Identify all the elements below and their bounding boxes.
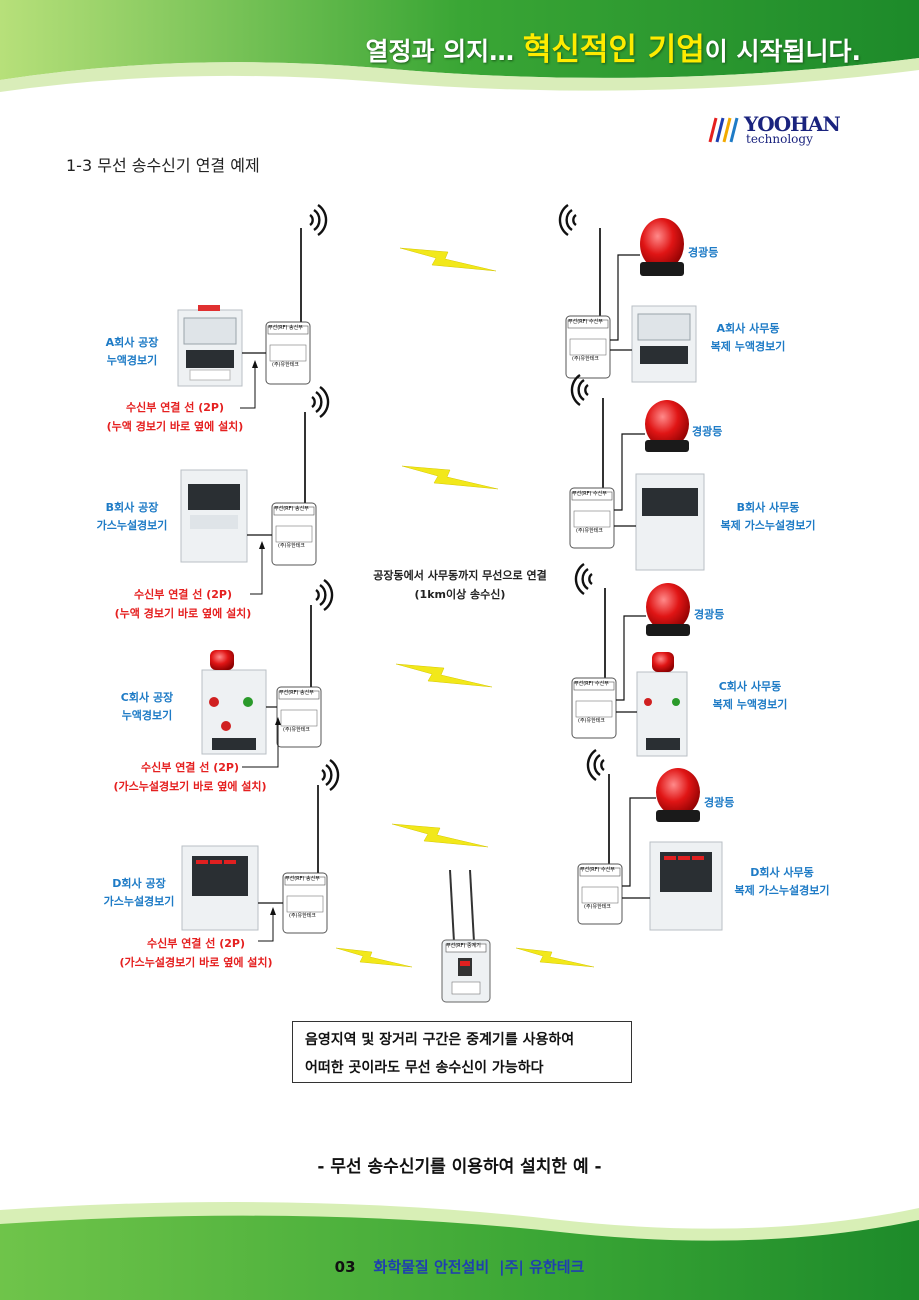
factory-a-tx-label: 무선(RF) 송신부 bbox=[268, 325, 303, 331]
bolt-a-icon bbox=[399, 247, 497, 272]
office-c-beacon-icon bbox=[646, 583, 690, 636]
factory-c-transmitter bbox=[276, 605, 322, 748]
office-c-beacon-label: 경광등 bbox=[694, 608, 725, 621]
office-a-receiver bbox=[565, 228, 611, 379]
factory-a-leak-alarm-panel bbox=[177, 305, 243, 387]
office-a-beacon-label: 경광등 bbox=[688, 246, 719, 259]
header-banner bbox=[0, 0, 919, 92]
factory-c-tx-label: 무선(RF) 송신부 bbox=[279, 690, 314, 696]
logo-stripes-icon bbox=[708, 117, 739, 143]
wireless-diagram bbox=[177, 204, 723, 1003]
office-c-brand: (주)유한테크 bbox=[578, 718, 605, 724]
factory-d-transmitter bbox=[282, 785, 328, 934]
factory-d-wire-label: 수신부 연결 선 (2P)(가스누설경보기 바로 옆에 설치) bbox=[119, 937, 273, 969]
bolt-b-icon bbox=[401, 465, 499, 490]
footer-banner bbox=[0, 1202, 919, 1300]
office-b-wave-icon bbox=[570, 374, 589, 406]
factory-b-transmitter bbox=[271, 412, 317, 566]
office-d-replica-panel bbox=[649, 841, 723, 931]
factory-c-wire-label: 수신부 연결 선 (2P)(가스누설경보기 바로 옆에 설치) bbox=[113, 761, 267, 793]
office-a-rx-label: 무선(RF) 수신부 bbox=[568, 319, 603, 325]
office-c-receiver bbox=[571, 588, 617, 739]
office-b-rx-label: 무선(RF) 수신부 bbox=[572, 491, 607, 497]
office-d-receiver bbox=[577, 774, 623, 925]
office-b-replica-panel bbox=[635, 473, 705, 571]
factory-b-tx-label: 무선(RF) 송신부 bbox=[274, 506, 309, 512]
office-a-brand: (주)유한테크 bbox=[572, 356, 599, 362]
lightning-bolts bbox=[335, 247, 595, 968]
office-c-replica-panel bbox=[636, 652, 688, 757]
office-b-brand: (주)유한테크 bbox=[576, 528, 603, 534]
section-title: 1-3 무선 송수신기 연결 예제 bbox=[66, 156, 260, 175]
factory-d-wave-icon bbox=[321, 759, 340, 791]
office-a-replica-panel bbox=[631, 305, 697, 383]
header-slogan: 열정과 의지… 혁신적인 기업이 시작됩니다. bbox=[365, 32, 861, 68]
office-c-rx-label: 무선(RF) 수신부 bbox=[574, 681, 609, 687]
bolt-f-icon bbox=[515, 947, 595, 968]
factory-c-leak-alarm-panel bbox=[201, 650, 267, 755]
factory-b-wire-label: 수신부 연결 선 (2P)(누액 경보기 바로 옆에 설치) bbox=[114, 588, 252, 620]
office-d-rx-label: 무선(RF) 수신부 bbox=[580, 867, 615, 873]
page-number: 03 bbox=[334, 1258, 356, 1276]
office-b-receiver bbox=[569, 398, 615, 549]
office-b-beacon-icon bbox=[645, 400, 689, 452]
figure-caption: - 무선 송수신기를 이용하여 설치한 예 - bbox=[317, 1157, 602, 1177]
factory-b-wave-icon bbox=[311, 386, 330, 418]
factory-a-wave-icon bbox=[309, 204, 328, 236]
office-c-wave-icon bbox=[574, 563, 593, 595]
footer-title: 화학물질 안전설비 bbox=[373, 1258, 490, 1276]
factory-d-brand: (주)유한테크 bbox=[289, 913, 316, 919]
repeater-device bbox=[441, 869, 491, 1003]
factory-d-gas-alarm-panel bbox=[181, 845, 259, 931]
factory-c-brand: (주)유한테크 bbox=[283, 727, 310, 733]
office-a-beacon-icon bbox=[640, 218, 684, 276]
logo-tagline: technology bbox=[746, 132, 813, 146]
factory-b-brand: (주)유한테크 bbox=[278, 543, 305, 549]
office-d-wave-icon bbox=[586, 749, 605, 781]
logo-wordmark: YOOHAN bbox=[744, 112, 841, 136]
office-d-beacon-icon bbox=[656, 768, 700, 822]
footer-text: 03 화학물질 안전설비 |주| 유한테크 bbox=[0, 1256, 919, 1277]
factory-d-tx-label: 무선(RF) 송신부 bbox=[285, 876, 320, 882]
factory-a-brand: (주)유한테크 bbox=[272, 362, 299, 368]
bolt-e-icon bbox=[335, 947, 413, 968]
office-a-wave-icon bbox=[558, 204, 577, 236]
factory-c-wave-icon bbox=[315, 579, 334, 611]
factory-a-wire-label: 수신부 연결 선 (2P)(누액 경보기 바로 옆에 설치) bbox=[106, 401, 244, 433]
office-d-brand: (주)유한테크 bbox=[584, 904, 611, 910]
bolt-c-icon bbox=[395, 663, 493, 688]
company-logo: YOOHAN technology bbox=[706, 112, 856, 152]
office-d-beacon-label: 경광등 bbox=[704, 796, 735, 809]
office-b-beacon-label: 경광등 bbox=[692, 425, 723, 438]
factory-b-gas-alarm-panel bbox=[180, 469, 248, 563]
wireless-range-note: 공장동에서 사무동까지 무선으로 연결(1km이상 송수신) bbox=[373, 569, 547, 601]
bolt-d-icon bbox=[391, 823, 489, 848]
factory-a-transmitter bbox=[265, 228, 311, 385]
footer-company: |주| 유한테크 bbox=[499, 1258, 585, 1276]
repeater-label: 무선(RF) 중계기 bbox=[446, 943, 481, 949]
